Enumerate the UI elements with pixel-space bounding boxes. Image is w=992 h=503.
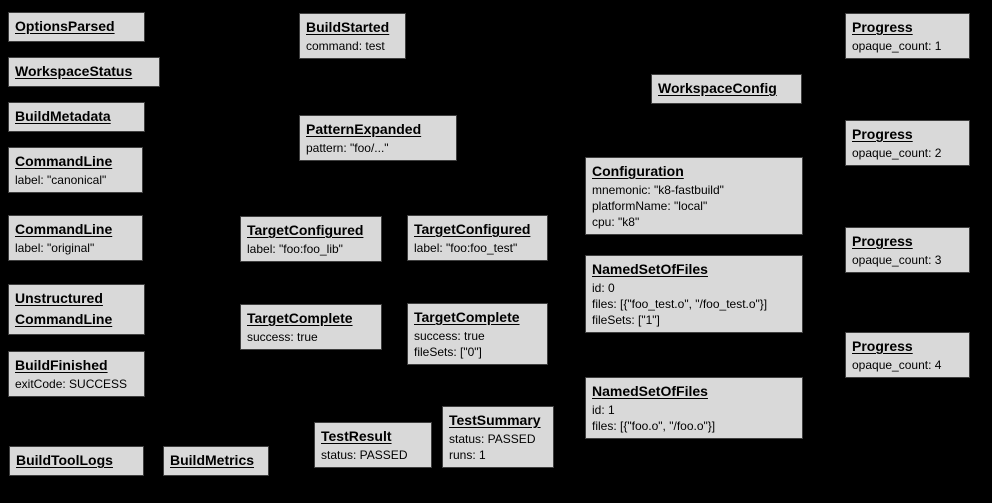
node-title-line2: CommandLine — [15, 311, 113, 327]
node-field: success: true — [414, 329, 485, 343]
node-field: opaque_count: 4 — [852, 358, 942, 372]
node-field: files: [{"foo_test.o", "/foo_test.o"}] — [592, 297, 768, 311]
node-title: Progress — [852, 338, 913, 354]
node-title: WorkspaceStatus — [15, 63, 133, 79]
node-pattern-expanded: PatternExpanded pattern: "foo/..." — [299, 115, 457, 161]
node-configuration: Configuration mnemonic: "k8-fastbuild" p… — [585, 157, 803, 235]
node-field: platformName: "local" — [592, 199, 708, 213]
node-title: NamedSetOfFiles — [592, 261, 708, 277]
node-progress-4: Progress opaque_count: 4 — [845, 332, 970, 378]
node-title: OptionsParsed — [15, 18, 115, 34]
node-field: fileSets: ["0"] — [414, 345, 482, 359]
node-field: cpu: "k8" — [592, 215, 640, 229]
node-title: TestSummary — [449, 412, 541, 428]
node-field: label: "original" — [15, 241, 95, 255]
node-field: success: true — [247, 330, 318, 344]
node-title: TargetConfigured — [414, 221, 531, 237]
node-build-finished: BuildFinished exitCode: SUCCESS — [8, 351, 145, 397]
node-title: WorkspaceConfig — [658, 80, 777, 96]
node-field: fileSets: ["1"] — [592, 313, 660, 327]
node-title: Configuration — [592, 163, 684, 179]
node-title: BuildMetrics — [170, 452, 255, 468]
node-build-metadata: BuildMetadata — [8, 102, 145, 132]
node-field: pattern: "foo/..." — [306, 141, 389, 155]
node-field: files: [{"foo.o", "/foo.o"}] — [592, 419, 716, 433]
node-field: id: 1 — [592, 403, 615, 417]
node-unstructured-commandline: Unstructured CommandLine — [8, 284, 145, 335]
node-workspace-status: WorkspaceStatus — [8, 57, 160, 87]
node-test-summary: TestSummary status: PASSED runs: 1 — [442, 406, 554, 468]
node-field: mnemonic: "k8-fastbuild" — [592, 183, 724, 197]
node-field: runs: 1 — [449, 448, 486, 462]
node-field: label: "foo:foo_lib" — [247, 242, 343, 256]
node-title: Progress — [852, 126, 913, 142]
node-title: BuildFinished — [15, 357, 108, 373]
node-target-complete-foo-lib: TargetComplete success: true — [240, 304, 382, 350]
node-commandline-canonical: CommandLine label: "canonical" — [8, 147, 143, 193]
node-title: TestResult — [321, 428, 392, 444]
node-field: command: test — [306, 39, 385, 53]
node-title: Unstructured — [15, 290, 103, 306]
node-title: BuildToolLogs — [16, 452, 113, 468]
node-progress-3: Progress opaque_count: 3 — [845, 227, 970, 273]
node-field: opaque_count: 1 — [852, 39, 942, 53]
node-named-set-of-files-1: NamedSetOfFiles id: 1 files: [{"foo.o", … — [585, 377, 803, 439]
node-field: opaque_count: 3 — [852, 253, 942, 267]
node-field: opaque_count: 2 — [852, 146, 942, 160]
node-build-tool-logs: BuildToolLogs — [9, 446, 144, 476]
node-progress-1: Progress opaque_count: 1 — [845, 13, 970, 59]
node-title: BuildMetadata — [15, 108, 111, 124]
node-title: PatternExpanded — [306, 121, 422, 137]
node-target-complete-foo-test: TargetComplete success: true fileSets: [… — [407, 303, 548, 365]
node-test-result: TestResult status: PASSED — [314, 422, 432, 468]
node-field: status: PASSED — [449, 432, 536, 446]
node-title: Progress — [852, 233, 913, 249]
node-target-configured-foo-test: TargetConfigured label: "foo:foo_test" — [407, 215, 548, 261]
node-target-configured-foo-lib: TargetConfigured label: "foo:foo_lib" — [240, 216, 382, 262]
node-options-parsed: OptionsParsed — [8, 12, 145, 42]
node-commandline-original: CommandLine label: "original" — [8, 215, 143, 261]
node-title: BuildStarted — [306, 19, 390, 35]
node-title: TargetComplete — [414, 309, 520, 325]
node-field: label: "canonical" — [15, 173, 107, 187]
node-title: Progress — [852, 19, 913, 35]
node-title: NamedSetOfFiles — [592, 383, 708, 399]
node-build-metrics: BuildMetrics — [163, 446, 269, 476]
node-progress-2: Progress opaque_count: 2 — [845, 120, 970, 166]
node-named-set-of-files-0: NamedSetOfFiles id: 0 files: [{"foo_test… — [585, 255, 803, 333]
node-workspace-config: WorkspaceConfig — [651, 74, 802, 104]
node-title: TargetComplete — [247, 310, 353, 326]
node-field: exitCode: SUCCESS — [15, 377, 128, 391]
node-field: status: PASSED — [321, 448, 408, 462]
node-title: TargetConfigured — [247, 222, 364, 238]
node-field: label: "foo:foo_test" — [414, 241, 518, 255]
node-build-started: BuildStarted command: test — [299, 13, 406, 59]
node-title: CommandLine — [15, 153, 113, 169]
node-title: CommandLine — [15, 221, 113, 237]
node-field: id: 0 — [592, 281, 615, 295]
